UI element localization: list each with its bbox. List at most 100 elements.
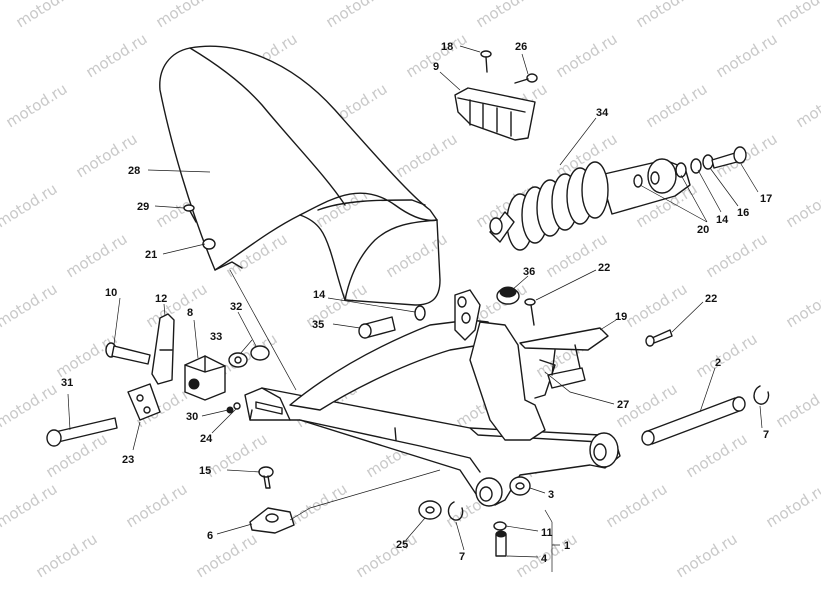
callout-9: 9 [433,61,439,73]
watermark-text: motod.ru [0,480,60,532]
screw-22b [645,329,673,347]
callout-1: 1 [564,540,570,552]
watermark-text: motod.ru [393,130,461,182]
callout-10: 10 [105,287,117,299]
block-8 [184,355,226,401]
callout-33: 33 [210,331,222,343]
callout-19: 19 [615,311,627,323]
swing-arm [244,289,621,507]
pin-31 [46,417,118,447]
spacer-14b [414,305,426,321]
callout-32: 32 [230,301,242,313]
watermark-text: motod.ru [673,530,741,582]
watermark-text: motod.ru [773,0,821,31]
callout-28: 28 [128,165,140,177]
callout-22b: 22 [705,293,717,305]
watermark-text: motod.ru [643,80,711,132]
callout-2: 2 [715,357,721,369]
callout-18: 18 [441,41,453,53]
chain-guard [454,87,536,141]
leader-lines [67,45,763,572]
bolt-17 [711,146,747,169]
spacer-14 [690,158,702,174]
watermark-text: motod.ru [683,430,751,482]
callout-34: 34 [596,107,609,119]
callout-3: 3 [548,489,554,501]
callout-11: 11 [541,527,553,539]
watermark-text: motod.ru [403,30,471,82]
watermark-text: motod.ru [783,180,821,232]
callout-23: 23 [122,454,134,466]
callout-26: 26 [515,41,527,53]
watermark-text: motod.ru [33,530,101,582]
callout-14a: 14 [716,214,729,226]
callout-36: 36 [523,266,535,278]
circlip-7a [753,385,770,405]
washer-21 [202,238,216,250]
bolt-10 [105,342,151,365]
watermark-text: motod.ru [713,30,781,82]
washer-11 [493,521,507,531]
watermark-text: motod.ru [703,230,771,282]
callout-14b: 14 [313,289,326,301]
callout-7b: 7 [459,551,465,563]
pivot-pin [641,396,746,446]
screw-26 [514,73,538,84]
bolt-4 [495,530,507,557]
nut-36 [496,286,520,305]
watermark-text: motod.ru [323,0,391,31]
plate-23 [127,383,161,421]
watermark-text: motod.ru [13,0,81,31]
watermark-text: motod.ru [793,80,821,132]
callout-8: 8 [187,307,193,319]
watermark-text: motod.ru [123,480,191,532]
callout-labels: 18 26 9 34 28 29 21 17 16 14 20 36 22 22… [61,41,772,565]
callout-31: 31 [61,377,73,389]
bush-32 [250,345,270,361]
watermark-text: motod.ru [83,30,151,82]
washer-25 [418,500,442,520]
callout-24: 24 [200,433,213,445]
callout-20: 20 [697,224,709,236]
callout-29: 29 [137,201,149,213]
watermark-text: motod.ru [3,80,71,132]
rear-mudguard [159,45,441,306]
watermark-text: motod.ru [143,280,211,332]
watermark-text: motod.ru [473,0,541,31]
watermark-text: motod.ru [63,230,131,282]
callout-25: 25 [396,539,408,551]
callout-21: 21 [145,249,157,261]
callout-17: 17 [760,193,772,205]
callout-15: 15 [199,465,211,477]
screw-18 [480,50,492,73]
watermark-text: motod.ru [763,480,821,532]
shock-absorber [489,158,691,251]
callout-6: 6 [207,530,213,542]
watermark-text: motod.ru [0,180,60,232]
callout-4: 4 [541,553,548,565]
watermark-text: motod.ru [153,0,221,31]
watermark-text: motod.ru [773,380,821,432]
callout-35: 35 [312,319,324,331]
watermark-text: motod.ru [0,280,60,332]
chain-slider-19 [519,327,609,389]
watermark-text: motod.ru [783,280,821,332]
watermark-text: motod.ru [633,0,701,31]
bolt-35 [358,316,396,339]
callout-12: 12 [155,293,167,305]
callout-27: 27 [617,399,629,411]
callout-22a: 22 [598,262,610,274]
washer-3 [509,476,531,496]
washer-24 [233,402,241,410]
watermark-text: motod.ru [0,380,60,432]
shock-spring [506,161,609,251]
screw-22a [524,298,536,326]
clamp-6 [249,507,295,534]
o-ring-20a [633,174,643,188]
callout-30: 30 [186,411,198,423]
watermark-text: motod.ru [553,30,621,82]
washer-33 [228,352,248,368]
circlip-7b [447,501,464,521]
